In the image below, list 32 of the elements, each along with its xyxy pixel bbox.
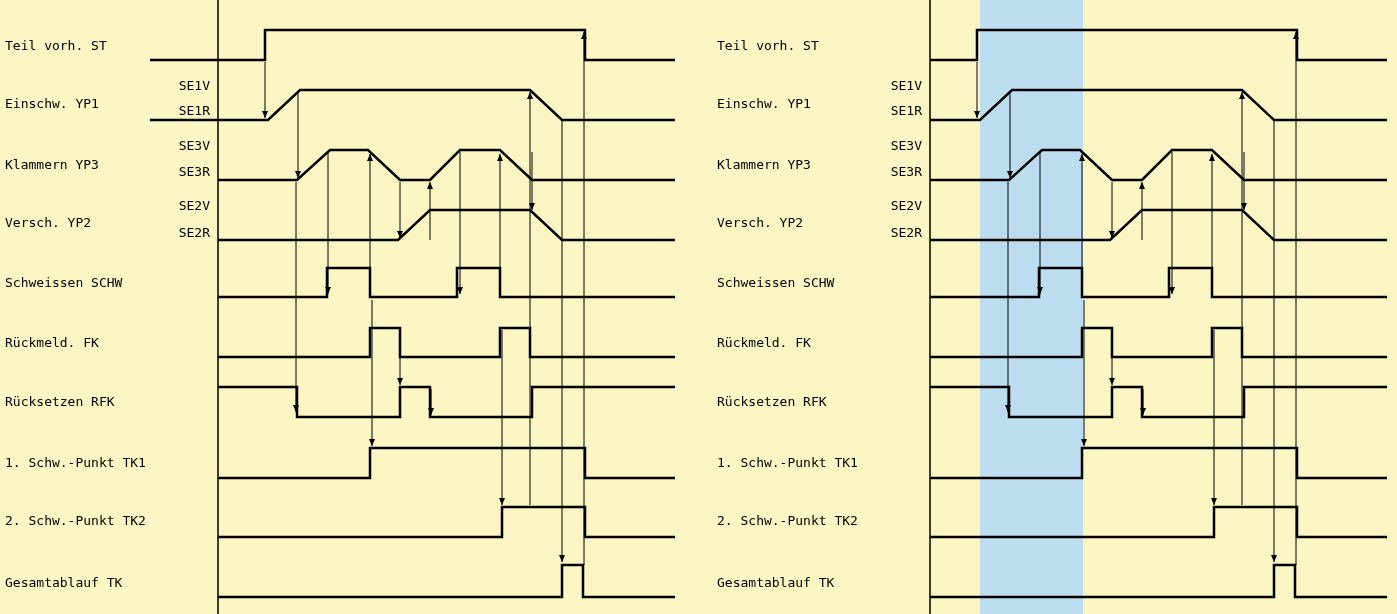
sensor-label: SE2V	[890, 198, 922, 214]
sensor-label: SE3V	[178, 138, 210, 154]
signal-label: 2. Schw.-Punkt TK2	[5, 513, 146, 529]
signal-label: Rücksetzen RFK	[717, 394, 827, 410]
sensor-label: SE1V	[178, 78, 210, 94]
sensor-label: SE3V	[890, 138, 922, 154]
signal-label: Versch. YP2	[717, 215, 804, 231]
signal-label: Rücksetzen RFK	[5, 394, 115, 410]
sensor-label: SE2V	[178, 198, 210, 214]
signal-label: Gesamtablauf TK	[5, 575, 123, 591]
signal-label: 2. Schw.-Punkt TK2	[717, 513, 858, 529]
sensor-label: SE2R	[890, 225, 922, 241]
signal-label: Einschw. YP1	[717, 96, 811, 112]
sensor-label: SE2R	[178, 225, 210, 241]
sensor-label: SE3R	[178, 164, 210, 180]
signal-label: Einschw. YP1	[5, 96, 99, 112]
signal-label: Schweissen SCHW	[717, 275, 835, 291]
signal-label: Teil vorh. ST	[5, 38, 107, 54]
signal-label: Klammern YP3	[717, 157, 811, 173]
sensor-label: SE1V	[890, 78, 922, 94]
signal-label: Klammern YP3	[5, 157, 99, 173]
sensor-label: SE1R	[890, 103, 922, 119]
sensor-label: SE3R	[890, 164, 922, 180]
signal-label: 1. Schw.-Punkt TK1	[717, 455, 858, 471]
signal-label: Gesamtablauf TK	[717, 575, 835, 591]
signal-label: Versch. YP2	[5, 215, 92, 231]
signal-label: Rückmeld. FK	[5, 335, 99, 351]
signal-label: Rückmeld. FK	[717, 335, 811, 351]
signal-label: Schweissen SCHW	[5, 275, 123, 291]
sensor-label: SE1R	[178, 103, 210, 119]
signal-label: 1. Schw.-Punkt TK1	[5, 455, 146, 471]
signal-label: Teil vorh. ST	[717, 38, 819, 54]
